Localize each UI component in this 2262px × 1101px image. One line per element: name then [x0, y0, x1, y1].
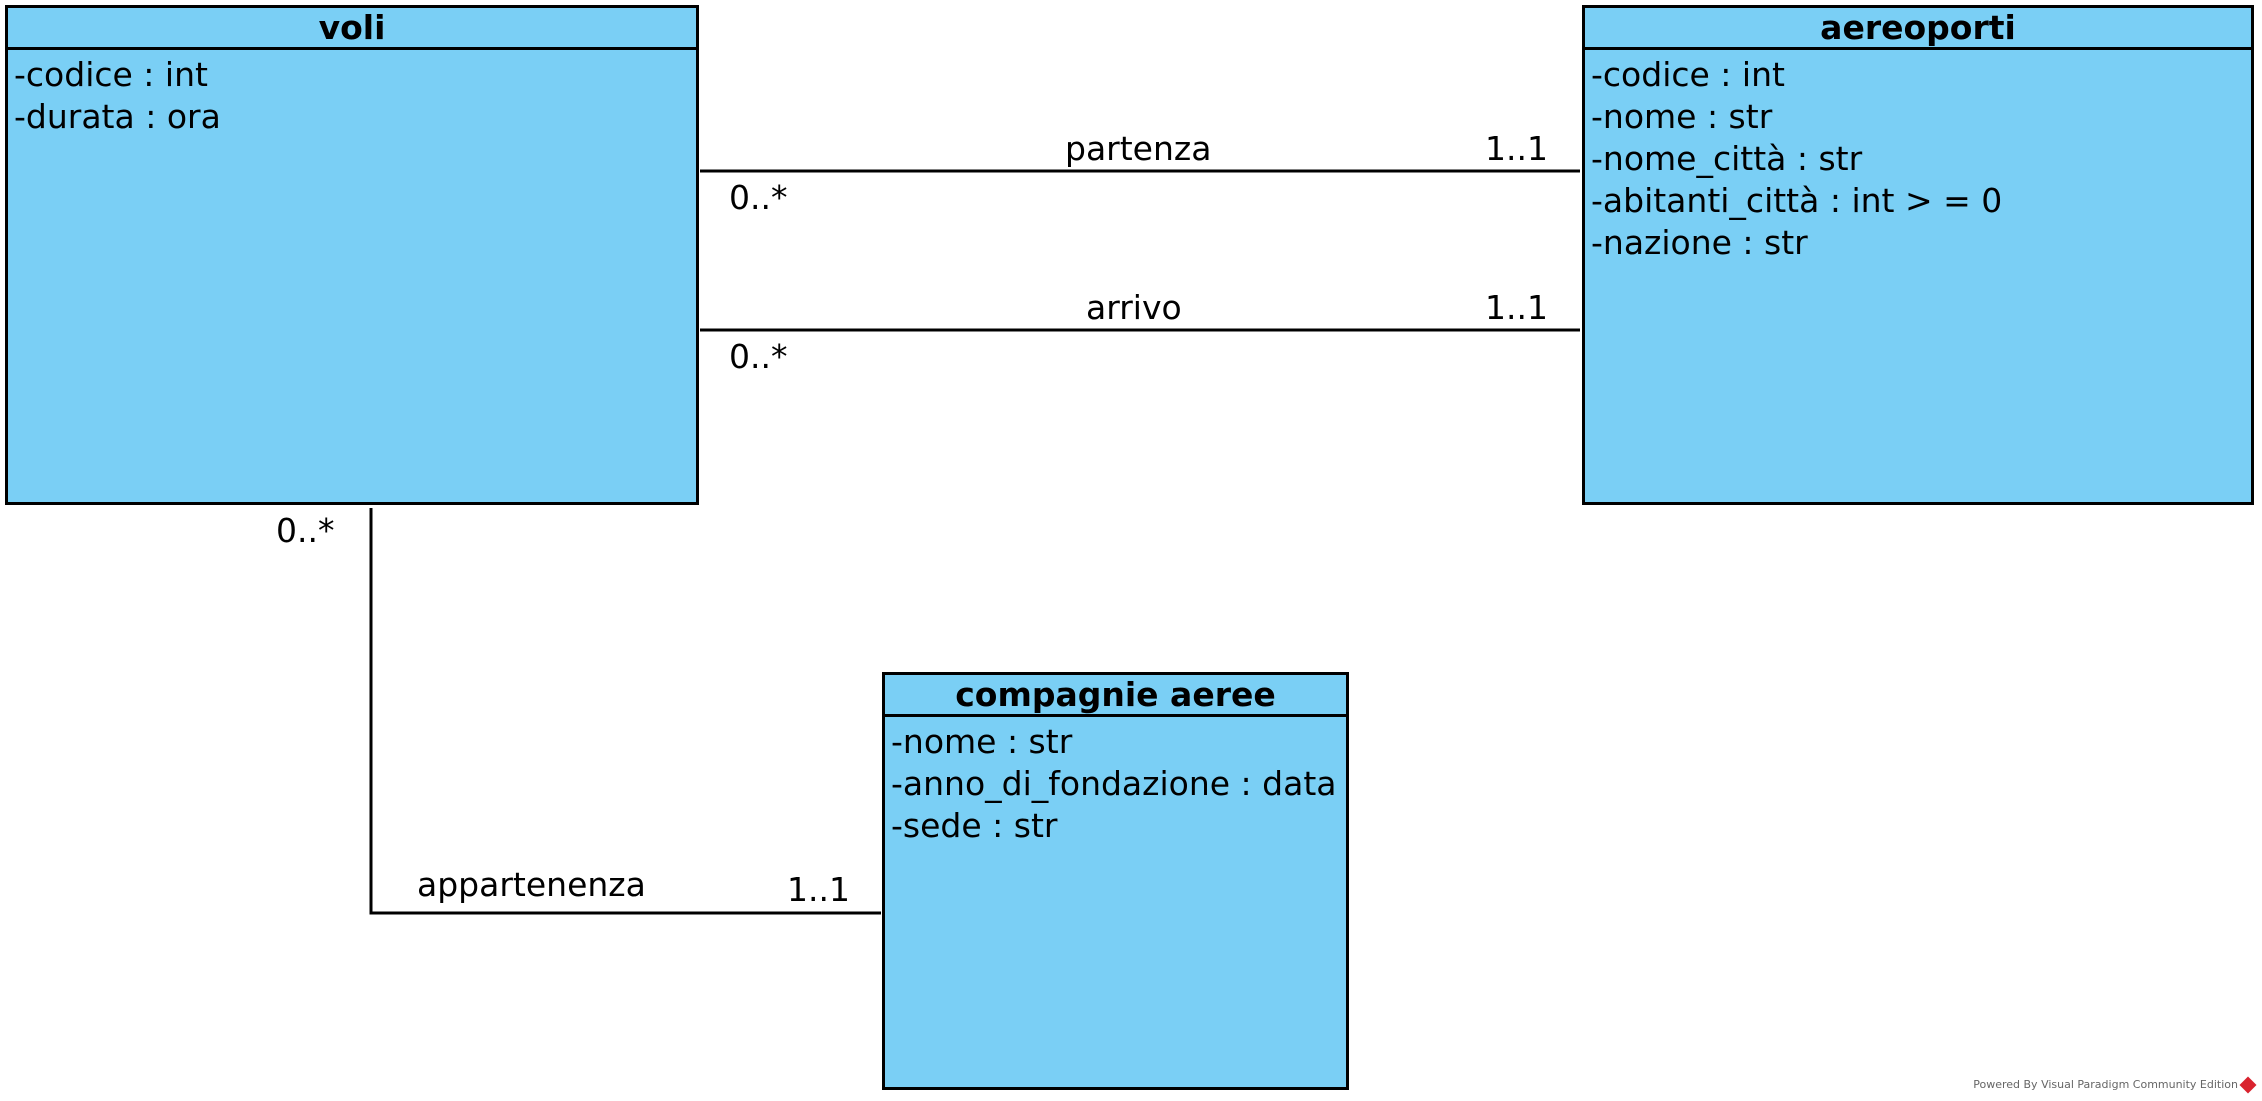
association-name-appartenenza: appartenenza [417, 865, 646, 904]
visual-paradigm-logo-icon [2239, 1076, 2257, 1094]
attribute: -durata : ora [14, 97, 221, 136]
visual-paradigm-watermark: Powered By Visual Paradigm Community Edi… [1973, 1076, 2257, 1094]
class-name: voli [8, 8, 696, 50]
multiplicity-appartenenza-target: 1..1 [787, 870, 850, 909]
class-name: compagnie aeree [885, 675, 1346, 717]
attribute: -sede : str [891, 806, 1058, 845]
attribute-list: -codice : int -nome : str -nome_città : … [1585, 50, 2251, 264]
attribute-list: -nome : str -anno_di_fondazione : data -… [885, 717, 1346, 847]
attribute: -nome : str [1591, 97, 1773, 136]
multiplicity-arrivo-target: 1..1 [1485, 288, 1548, 327]
attribute: -codice : int [14, 55, 208, 94]
class-voli[interactable]: voli -codice : int -durata : ora [5, 5, 699, 505]
class-compagnie-aeree[interactable]: compagnie aeree -nome : str -anno_di_fon… [882, 672, 1349, 1090]
watermark-text: Powered By Visual Paradigm Community Edi… [1973, 1078, 2238, 1091]
appartenenza-line [369, 508, 881, 915]
multiplicity-appartenenza-source: 0..* [276, 511, 335, 550]
association-name-arrivo: arrivo [1086, 288, 1182, 327]
multiplicity-partenza-source: 0..* [729, 178, 788, 217]
attribute: -codice : int [1591, 55, 1785, 94]
multiplicity-partenza-target: 1..1 [1485, 129, 1548, 168]
attribute-list: -codice : int -durata : ora [8, 50, 696, 138]
multiplicity-arrivo-source: 0..* [729, 337, 788, 376]
attribute: -anno_di_fondazione : data [891, 764, 1337, 803]
class-name: aereoporti [1585, 8, 2251, 50]
attribute: -nazione : str [1591, 223, 1808, 262]
attribute: -abitanti_città : int > = 0 [1591, 181, 2003, 220]
association-name-partenza: partenza [1065, 129, 1212, 168]
attribute: -nome : str [891, 722, 1073, 761]
attribute: -nome_città : str [1591, 139, 1863, 178]
class-aereoporti[interactable]: aereoporti -codice : int -nome : str -no… [1582, 5, 2254, 505]
